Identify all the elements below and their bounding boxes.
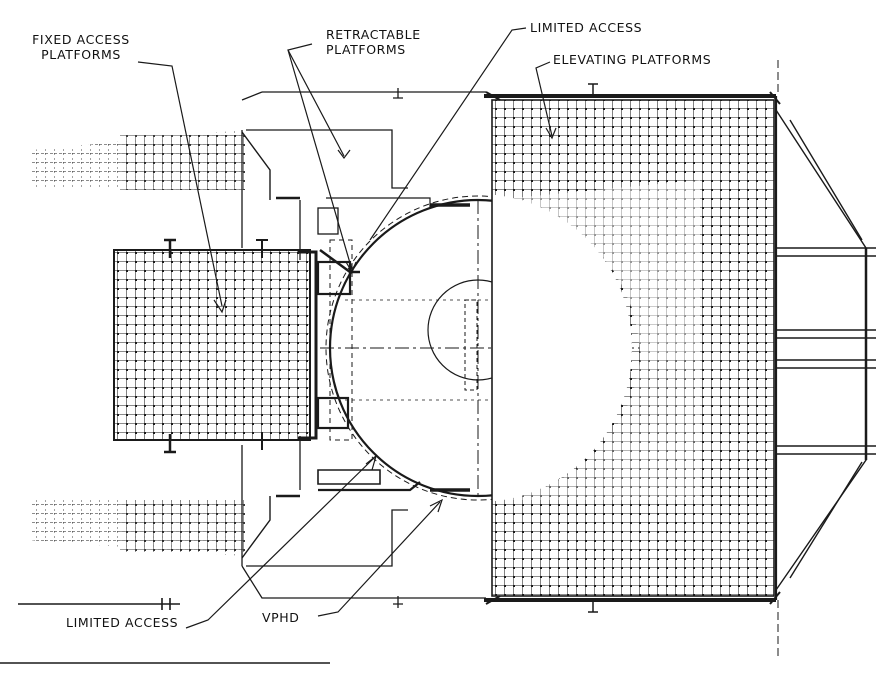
label-retractable-line2: PLATFORMS xyxy=(326,42,406,57)
label-limited-access-top: LIMITED ACCESS xyxy=(530,20,643,35)
label-fixed-access-line1: FIXED ACCESS xyxy=(32,32,130,47)
baseline-lines xyxy=(0,598,330,664)
fixed-access-platform xyxy=(113,238,318,454)
label-vphd: VPHD xyxy=(262,610,300,625)
elevating-platforms xyxy=(484,60,781,660)
label-fixed-access-platforms: FIXED ACCESS PLATFORMS xyxy=(22,32,140,62)
lower-left-grating xyxy=(30,496,271,559)
upper-left-grating xyxy=(30,130,271,200)
label-retractable-platforms: RETRACTABLE PLATFORMS xyxy=(312,27,430,57)
label-retractable-line1: RETRACTABLE xyxy=(326,27,421,42)
label-elevating-platforms: ELEVATING PLATFORMS xyxy=(553,52,712,67)
label-limited-access-bottom: LIMITED ACCESS xyxy=(66,615,179,630)
right-truss xyxy=(775,109,876,591)
leader-lines xyxy=(137,27,557,629)
label-fixed-access-line2: PLATFORMS xyxy=(41,47,121,62)
